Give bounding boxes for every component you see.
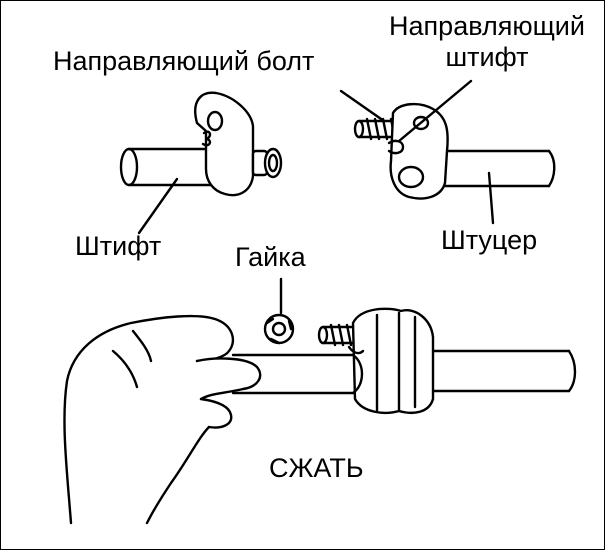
leader-pin (137, 177, 179, 235)
guide-pin-small (387, 139, 405, 155)
label-nut: Гайка (235, 242, 306, 272)
right-bracket-assembly (353, 102, 556, 200)
pin-rod-end (119, 147, 139, 187)
bottom-assembly (63, 307, 577, 525)
nut-body (263, 313, 295, 345)
hand-wrist (145, 425, 211, 525)
leader-fitting (487, 171, 495, 225)
right-bracket-upper-hole (412, 115, 430, 131)
bottom-bracket-ribs (375, 311, 417, 413)
bottom-bolt-threads (329, 323, 353, 347)
hand-back (63, 314, 235, 525)
leader-guide-pin (397, 79, 473, 143)
left-bracket-body (194, 91, 255, 197)
right-bracket-hole (397, 165, 425, 189)
left-bolt-head (263, 147, 283, 179)
left-bolt-head-inner (267, 153, 279, 173)
left-bracket-assembly (119, 91, 283, 197)
nut-hole (271, 321, 287, 337)
guide-bolt-tip (353, 119, 365, 139)
hand-rod-end (351, 353, 364, 395)
left-bracket-hole (206, 110, 224, 132)
bottom-pipe-end (567, 349, 577, 393)
right-bracket-body (389, 102, 449, 200)
label-pin: Штифт (75, 231, 162, 261)
bottom-bolt-tip (317, 325, 329, 345)
bottom-bracket-body (351, 307, 435, 414)
label-guide-pin: Направляющий штифт (373, 13, 601, 71)
hand-finger (199, 397, 233, 429)
label-guide-bolt: Направляющий болт (53, 46, 315, 76)
left-bracket-mark (201, 130, 212, 147)
label-guide-pin-line1: Направляющий (389, 11, 585, 41)
leader-guide-bolt (339, 89, 386, 123)
fitting-pipe-end (547, 149, 556, 188)
nut-facets (265, 317, 293, 345)
label-guide-pin-line2: штифт (445, 42, 529, 72)
label-compress: СЖАТЬ (269, 453, 364, 483)
label-fitting: Штуцер (441, 225, 538, 255)
bottom-guide-pin (347, 345, 365, 355)
hand-thumb (195, 357, 262, 401)
hand-creases (111, 329, 153, 389)
